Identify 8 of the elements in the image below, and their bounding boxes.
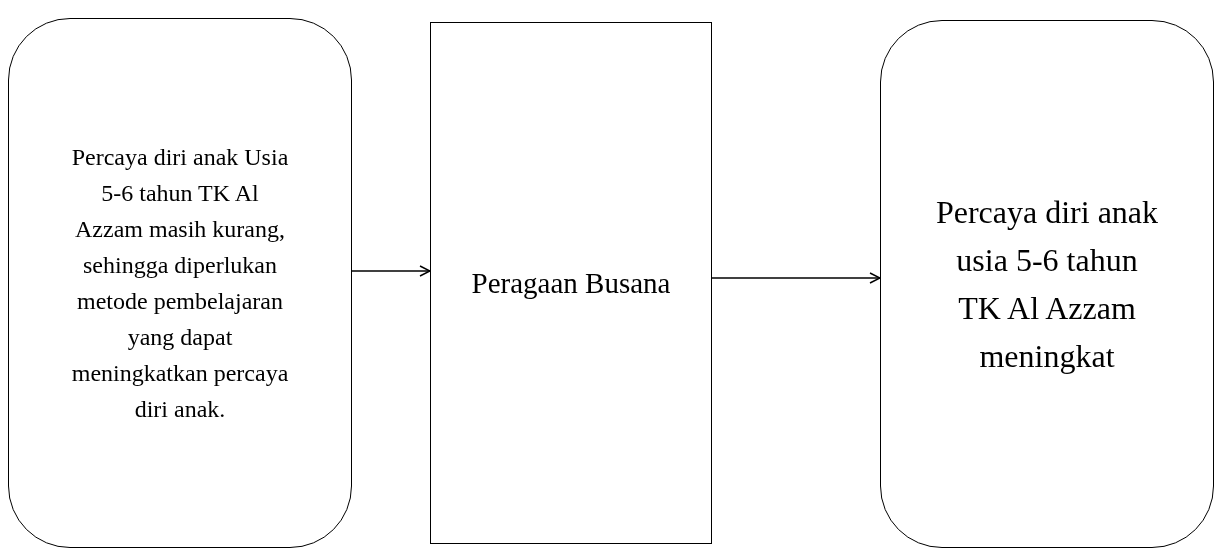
node-text: Percaya diri anak usia 5-6 tahun TK Al Azzam meningkat <box>934 193 1160 376</box>
process-box <box>430 22 712 544</box>
rounded-box <box>880 20 1214 548</box>
rounded-box <box>8 18 352 548</box>
node-text: Peragaan Busana <box>471 266 671 301</box>
node-text: Percaya diri anak Usia 5-6 tahun TK Al Azzam masih kurang, sehingga diperlukan metode pembelajaran yang dapat meningkatkan percaya diri anak. <box>70 143 290 424</box>
arrow <box>351 265 431 277</box>
arrow <box>711 272 881 284</box>
